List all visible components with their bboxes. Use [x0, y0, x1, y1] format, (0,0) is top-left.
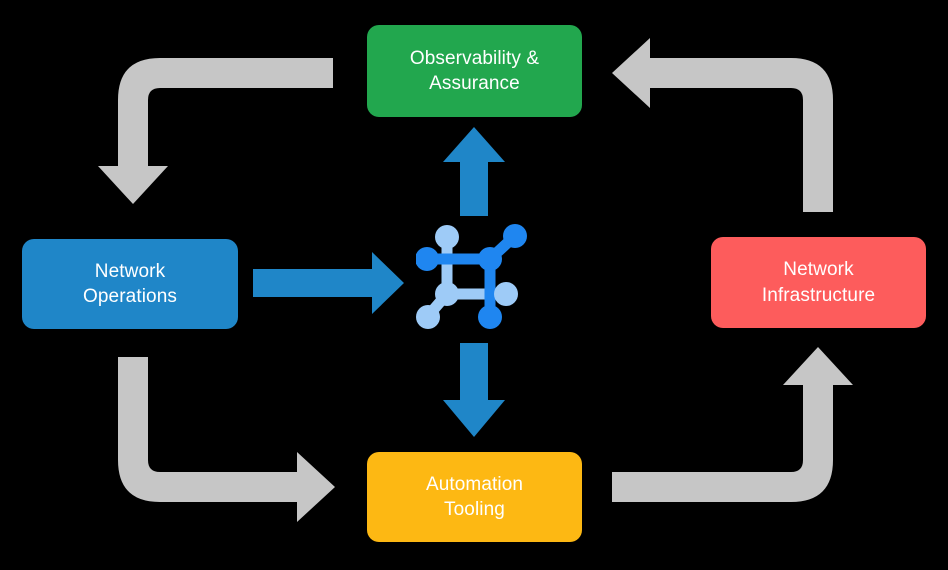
node-operations-label: Network Operations	[83, 260, 177, 307]
arrow-right-to-center	[253, 252, 404, 314]
node-automation-tooling[interactable]: Automation Tooling	[367, 452, 582, 542]
network-icon-light-nodes	[416, 225, 518, 329]
cycle-arrow-bottom-left	[118, 357, 335, 522]
node-network-operations[interactable]: Network Operations	[22, 239, 238, 329]
arrow-up-to-observability	[443, 127, 505, 216]
network-icon-dark-nodes	[416, 224, 527, 329]
node-observability-assurance[interactable]: Observability & Assurance	[367, 25, 582, 117]
cycle-arrow-top-left	[98, 58, 333, 204]
network-topology-icon	[416, 224, 527, 329]
cycle-arrow-top-right	[612, 38, 833, 212]
node-network-infrastructure[interactable]: Network Infrastructure	[711, 237, 926, 328]
arrow-down-to-automation	[443, 343, 505, 437]
node-observability-label: Observability & Assurance	[409, 47, 540, 94]
node-automation-label: Automation Tooling	[425, 473, 524, 520]
node-infrastructure-label: Network Infrastructure	[761, 259, 876, 306]
cycle-arrow-bottom-right	[612, 347, 853, 502]
